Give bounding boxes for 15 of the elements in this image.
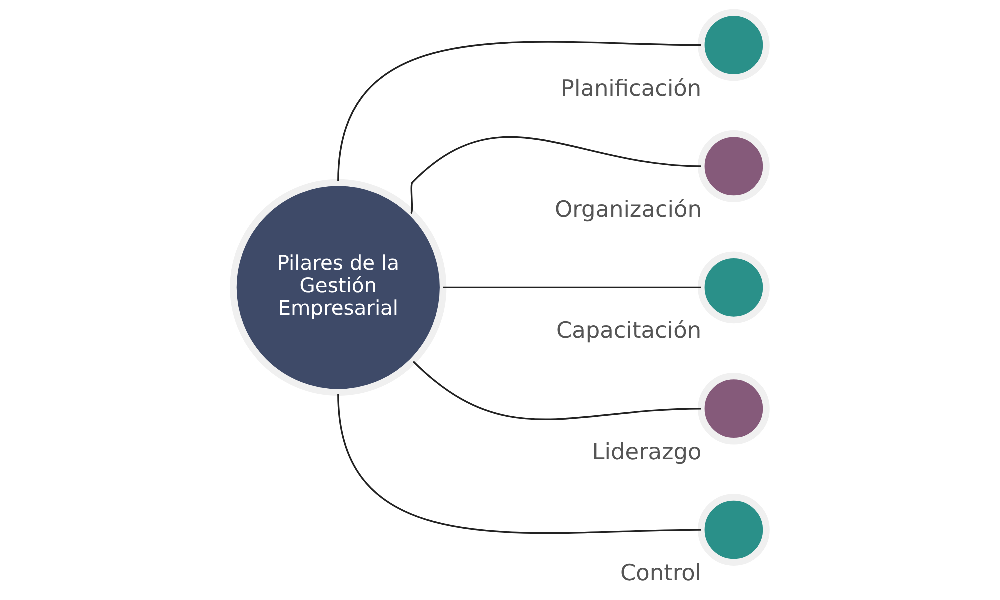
connector xyxy=(410,136,702,214)
node-label: Liderazgo xyxy=(592,439,702,466)
connector xyxy=(413,361,702,420)
node-circle xyxy=(698,130,770,202)
node-label: Capacitación xyxy=(556,318,702,344)
node-circle xyxy=(698,494,770,566)
connector xyxy=(338,394,702,534)
node-label: Planificación xyxy=(560,76,702,102)
node-label: Organización xyxy=(554,196,702,223)
node-circle xyxy=(698,9,770,82)
connector xyxy=(338,41,702,182)
connector xyxy=(443,286,702,288)
node-label: Control xyxy=(620,560,702,587)
node-circle: Pilares de la Gestión Empresarial xyxy=(230,179,447,396)
node-circle xyxy=(698,252,770,324)
